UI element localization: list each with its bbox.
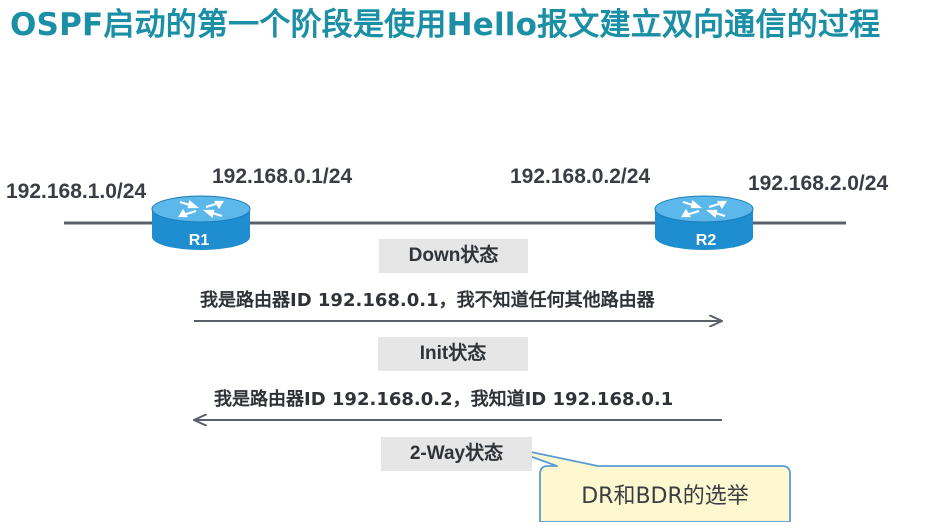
r1-lan-address: 192.168.1.0/24 xyxy=(6,180,147,203)
router-r2-label: R2 xyxy=(696,232,717,249)
hello-message-r1: 我是路由器ID 192.168.0.1，我不知道任何其他路由器 xyxy=(200,290,655,311)
state-down-label: Down状态 xyxy=(379,239,528,273)
callout-text: DR和BDR的选举 xyxy=(581,484,749,509)
hello-message-r2: 我是路由器ID 192.168.0.2，我知道ID 192.168.0.1 xyxy=(214,389,674,410)
router-arrows-icon xyxy=(178,199,224,219)
r2-link-address: 192.168.0.2/24 xyxy=(510,165,651,188)
r2-lan-address: 192.168.2.0/24 xyxy=(748,172,889,195)
page-title: OSPF启动的第一个阶段是使用Hello报文建立双向通信的过程 xyxy=(10,7,881,43)
state-init-label: Init状态 xyxy=(378,337,528,371)
router-r2[interactable] xyxy=(654,195,754,250)
state-2way-label: 2-Way状态 xyxy=(381,437,532,471)
router-arrows-icon xyxy=(681,199,727,219)
router-r1-label: R1 xyxy=(189,232,210,249)
callout-bubble xyxy=(501,445,791,522)
router-r1[interactable] xyxy=(151,195,251,250)
r1-link-address: 192.168.0.1/24 xyxy=(212,165,353,188)
